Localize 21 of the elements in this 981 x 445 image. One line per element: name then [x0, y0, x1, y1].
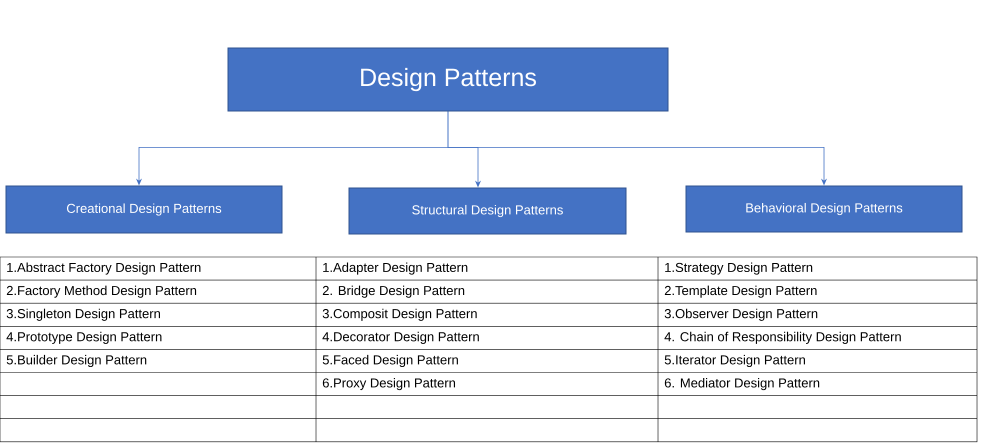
title-box: Design Patterns — [228, 48, 668, 112]
table-cell-text: 3.Observer Design Pattern — [664, 308, 818, 321]
category-box: Structural Design Patterns — [348, 188, 626, 234]
table-cell-text: 3.Singleton Design Pattern — [6, 308, 160, 321]
category-box: Behavioral Design Patterns — [686, 186, 962, 232]
table-cell-text: 6.Proxy Design Pattern — [322, 378, 456, 390]
table-cell-text: 2. Bridge Design Pattern — [322, 286, 464, 298]
table-cell-text: 4.Prototype Design Pattern — [6, 332, 162, 344]
table-cell-text: 1.Strategy Design Pattern — [665, 262, 812, 275]
table-cell-text: 5.Iterator Design Pattern — [664, 354, 805, 368]
table-cell-text: 5.Faced Design Pattern — [322, 354, 458, 368]
table-cell-text: 1.Abstract Factory Design Pattern — [7, 262, 200, 275]
table-cell-text: 4.Decorator Design Pattern — [322, 332, 479, 344]
table-cell-text: 2.Factory Method Design Pattern — [6, 286, 196, 298]
category-box: Creational Design Patterns — [6, 186, 282, 234]
table-cell-text: 4. Chain of Responsibility Design Pattern — [664, 332, 901, 344]
table-cell-text: 2.Template Design Pattern — [664, 286, 817, 298]
table-cell-text: 1.Adapter Design Pattern — [323, 262, 468, 275]
table-cell-text: 6. Mediator Design Pattern — [664, 378, 820, 390]
table-cell-text: 5.Builder Design Pattern — [6, 354, 146, 368]
table-cell-text: 3.Composit Design Pattern — [322, 308, 477, 321]
